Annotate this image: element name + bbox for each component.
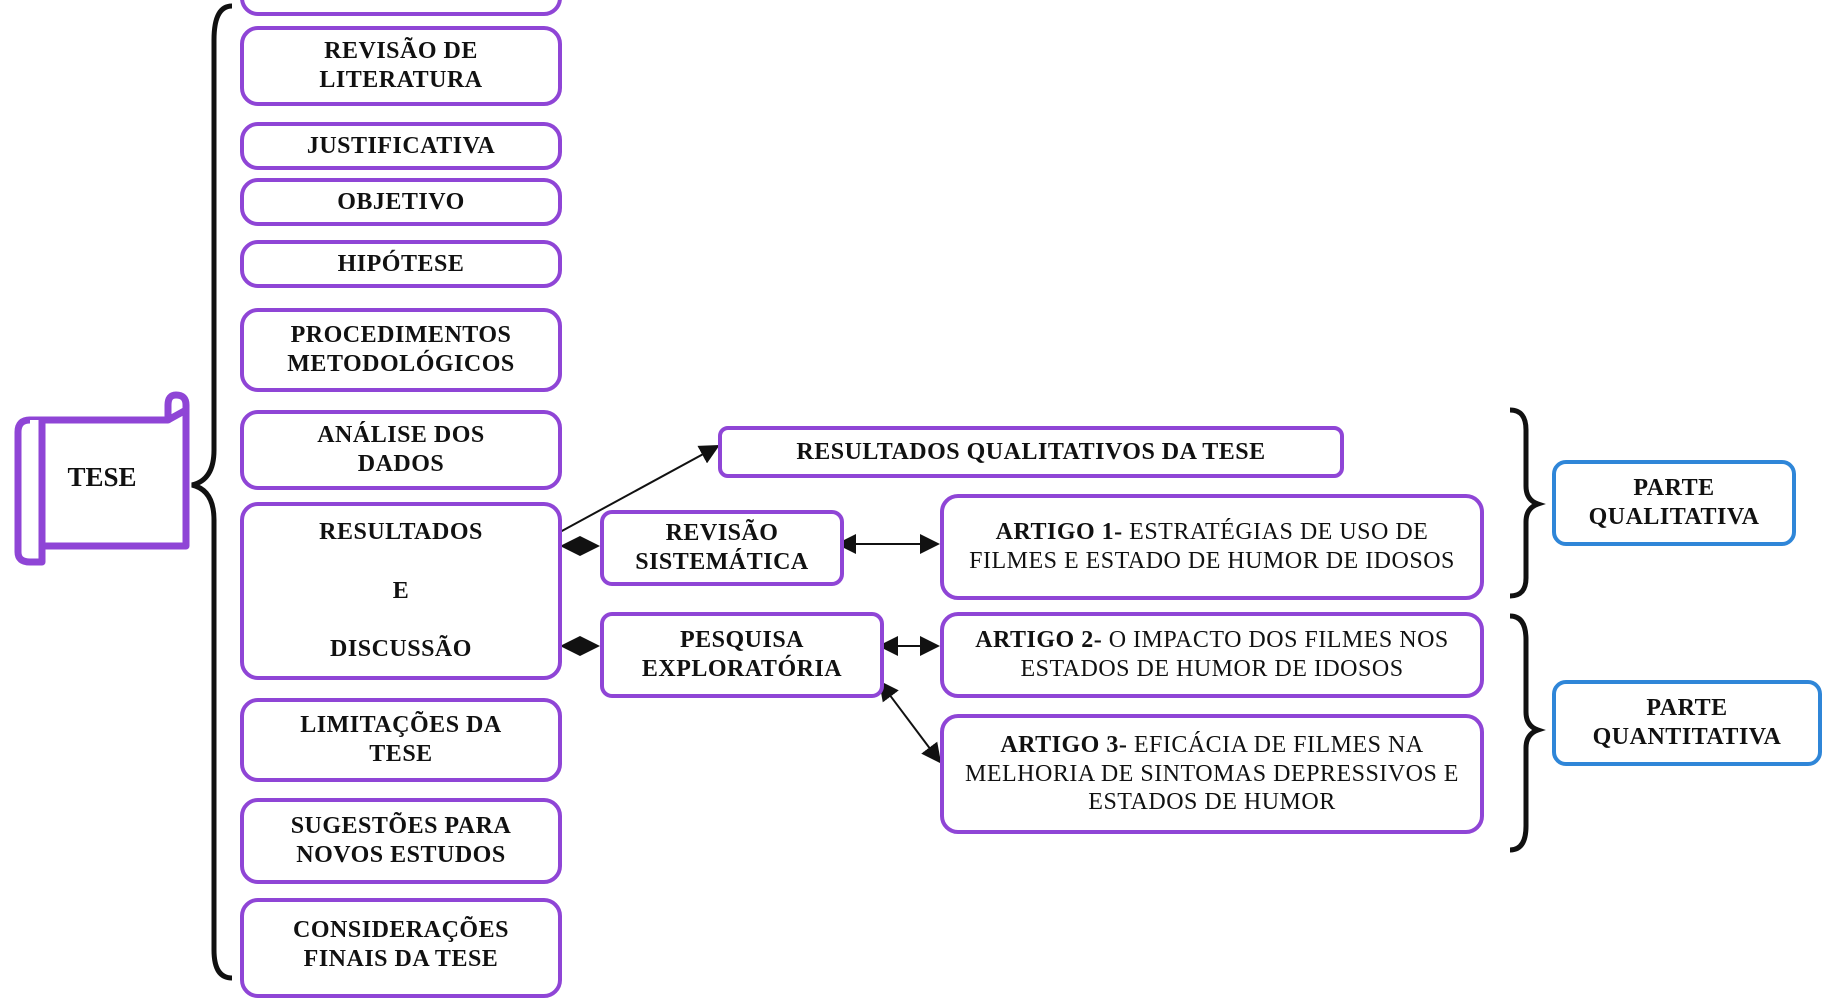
section-sugestoes: SUGESTÕES PARA NOVOS ESTUDOS xyxy=(240,798,562,884)
resultados-line1: RESULTADOS xyxy=(319,518,483,545)
pesquisa-exploratoria-box: PESQUISA EXPLORATÓRIA xyxy=(600,612,884,698)
artigo-3-prefix: ARTIGO 3- xyxy=(1000,731,1128,758)
parte-quantitativa-box: PARTE QUANTITATIVA xyxy=(1552,680,1822,766)
arrow-to-resultados-qualitativos xyxy=(559,445,720,533)
parte-qualitativa-box: PARTE QUALITATIVA xyxy=(1552,460,1796,546)
section-procedimentos: PROCEDIMENTOS METODOLÓGICOS xyxy=(240,308,562,392)
artigo-1-prefix: ARTIGO 1- xyxy=(995,519,1123,546)
section-top xyxy=(240,0,562,16)
section-justificativa: JUSTIFICATIVA xyxy=(240,122,562,170)
artigo-2-text: O IMPACTO DOS FILMES NOS ESTADOS DE HUMO… xyxy=(1020,627,1449,682)
artigo-1-box: ARTIGO 1- ESTRATÉGIAS DE USO DE FILMES E… xyxy=(940,494,1484,600)
artigo-3-box: ARTIGO 3- EFICÁCIA DE FILMES NA MELHORIA… xyxy=(940,714,1484,834)
resultados-line3: DISCUSSÃO xyxy=(330,636,472,663)
resultados-line2: E xyxy=(392,577,410,604)
brace-qualitativa xyxy=(1509,407,1546,599)
arrow-pesquisa-artigo3 xyxy=(878,680,942,764)
artigo-2-prefix: ARTIGO 2- xyxy=(975,627,1103,654)
section-limitacoes: LIMITAÇÕES DA TESE xyxy=(240,698,562,782)
resultados-qualitativos-box: RESULTADOS QUALITATIVOS DA TESE xyxy=(718,426,1344,478)
artigo-3-text: EFICÁCIA DE FILMES NA MELHORIA DE SINTOM… xyxy=(965,731,1459,816)
scroll-icon xyxy=(14,391,190,566)
section-analise: ANÁLISE DOS DADOS xyxy=(240,410,562,490)
section-resultados-discussao: RESULTADOS E DISCUSSÃO xyxy=(240,502,562,680)
section-objetivo: OBJETIVO xyxy=(240,178,562,226)
brace-quantitativa xyxy=(1509,613,1546,853)
section-consideracoes: CONSIDERAÇÕES FINAIS DA TESE xyxy=(240,898,562,998)
artigo-2-box: ARTIGO 2- O IMPACTO DOS FILMES NOS ESTAD… xyxy=(940,612,1484,698)
artigo-1-text: ESTRATÉGIAS DE USO DE FILMES E ESTADO DE… xyxy=(969,519,1455,574)
section-revisao-literatura: REVISÃO DE LITERATURA xyxy=(240,26,562,106)
tese-label: TESE xyxy=(67,462,137,492)
revisao-sistematica-box: REVISÃO SISTEMÁTICA xyxy=(600,510,844,586)
main-brace xyxy=(191,3,233,981)
section-hipotese: HIPÓTESE xyxy=(240,240,562,288)
